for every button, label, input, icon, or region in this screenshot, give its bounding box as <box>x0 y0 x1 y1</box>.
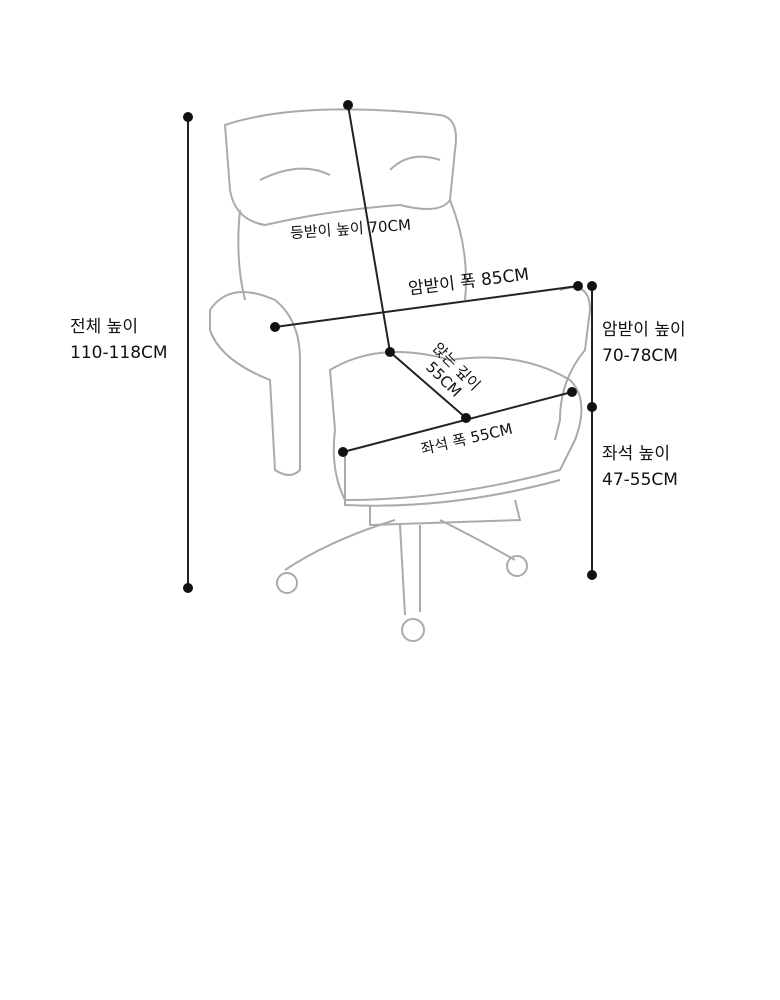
back-height-line <box>347 104 391 353</box>
seat-height-label: 좌석 높이 47-55CM <box>602 442 678 493</box>
armrest-height-label: 암받이 높이 70-78CM <box>602 318 686 369</box>
total-height-label: 전체 높이 110-118CM <box>70 315 168 366</box>
seat-height-title: 좌석 높이 <box>602 444 670 464</box>
chair-sketch <box>209 108 592 642</box>
total-height-title: 전체 높이 <box>70 317 138 337</box>
seat-depth-line <box>389 351 467 419</box>
armrest-width-line <box>274 285 579 328</box>
dimension-lines <box>187 104 593 588</box>
armrest-height-title: 암받이 높이 <box>602 320 686 340</box>
dimension-points <box>183 100 597 593</box>
seat-height-value: 47-55CM <box>602 469 678 490</box>
armrest-height-value: 70-78CM <box>602 345 678 366</box>
total-height-value: 110-118CM <box>70 342 168 363</box>
seat-width-line <box>342 391 573 453</box>
